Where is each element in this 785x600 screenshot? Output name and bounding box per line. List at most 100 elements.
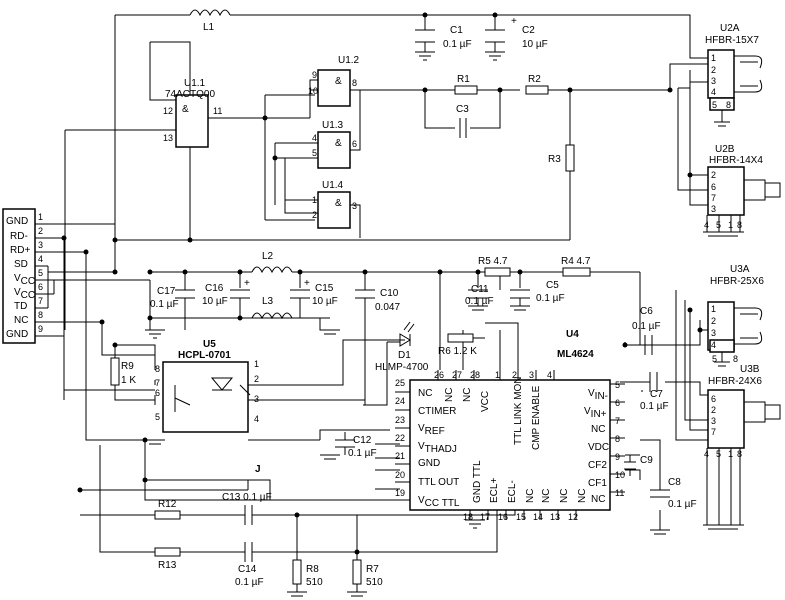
junction-dot [497, 87, 503, 93]
r8-value: 510 [306, 577, 323, 588]
junction-dot [272, 155, 278, 161]
u1-1-body [175, 94, 209, 148]
c2-name: C2 [522, 25, 535, 36]
c6-name: C6 [640, 306, 653, 317]
c11-value: 0.1 µF [465, 296, 494, 307]
r2-label: R2 [528, 74, 541, 85]
u3a-pin: 8 [733, 354, 738, 364]
u4-right-label: VIN+ [584, 406, 607, 420]
junction-dot [437, 269, 443, 275]
u5-pin: 8 [155, 364, 160, 374]
r4-label: R4 4.7 [561, 256, 591, 267]
ic-u4: U4 ML4624 NC NC NC VCC TTL LINK MON CMP … [395, 329, 625, 522]
u5-name: U5 [203, 339, 216, 350]
junction-dot [297, 269, 303, 275]
u1-1-name: U1.1 [184, 78, 206, 89]
u5-pin: 2 [254, 374, 259, 384]
led-d1-rays [403, 321, 415, 333]
c16-plus: + [244, 278, 250, 289]
d1-name: D1 [398, 350, 411, 361]
u5-pin: 4 [254, 414, 259, 424]
r7-name: R7 [366, 564, 379, 575]
conn-pin: 1 [38, 212, 43, 222]
u3b-part: HFBR-24X6 [708, 376, 762, 387]
resistor-r13 [154, 547, 181, 557]
capacitor-c9 [624, 455, 636, 476]
c5-name: C5 [546, 280, 559, 291]
gate-u1-3: & U1.3 4 5 6 [312, 120, 357, 169]
u2a-name: U2A [720, 23, 740, 34]
ground-symbol [714, 110, 730, 127]
u4-pin: 11 [615, 488, 624, 498]
gate-u1-2: & U1.2 9 10 8 [308, 55, 360, 107]
u4-bottom-label: NC [559, 489, 570, 503]
u3b-pin: 3 [711, 416, 716, 426]
u4-pin: 4 [547, 370, 552, 380]
u1-4-name: U1.4 [322, 180, 344, 191]
u5-pin: 5 [155, 412, 160, 422]
c1-name: C1 [450, 25, 463, 36]
junction-dot [422, 12, 428, 18]
r6-label: R6 1.2 K [438, 346, 477, 357]
resistor-r7 [352, 559, 362, 585]
u1-4-body [317, 191, 351, 229]
junction-dot [492, 12, 498, 18]
u2b-ground [703, 215, 744, 237]
u4-pin: 28 [470, 370, 480, 380]
u4-pin: 25 [395, 378, 405, 388]
capacitor-c3 [459, 118, 467, 138]
c7-value: 0.1 µF [640, 401, 669, 412]
r1-label: R1 [457, 74, 470, 85]
junction-dot [262, 115, 268, 121]
c14-name: C14 [238, 564, 257, 575]
u4-pin: 22 [395, 433, 405, 443]
u5-pin: 6 [155, 388, 160, 398]
u2a-pin: 4 [711, 87, 716, 97]
connector-pin-wires [35, 223, 102, 337]
u1-2-pin: 8 [352, 78, 357, 88]
c2-value: 10 µF [522, 39, 548, 50]
u4-pin: 13 [550, 512, 560, 522]
capacitor-c7 [649, 372, 658, 392]
c13-label: C13 0.1 µF [222, 492, 272, 503]
u3a-pin: 3 [711, 328, 716, 338]
u3a-pin: 1 [711, 304, 716, 314]
optical-receiver-u3b: U3B HFBR-24X6 6 2 3 7 4 5 1 8 [703, 364, 781, 530]
optical-transmitter-u2b: U2B HFBR-14X4 2 6 7 3 4 5 1 8 [703, 144, 781, 237]
conn-pin: 9 [38, 324, 43, 334]
conn-label-rd-plus: RD+ [10, 245, 30, 256]
u4-top-label: NC [444, 388, 455, 402]
conn-pin: 4 [38, 254, 43, 264]
l3-label: L3 [262, 296, 274, 307]
u2a-part: HFBR-15X7 [705, 35, 759, 46]
u4-left-label: VREF [418, 423, 445, 437]
optical-transmitter-u2a: U2A HFBR-15X7 1 2 3 4 5 8 [705, 23, 763, 127]
u4-pin: 16 [498, 512, 508, 522]
capacitors-c1-c2 [415, 29, 505, 43]
u4-top-label: VCC [480, 391, 491, 412]
resistor-r9 [110, 357, 120, 386]
u4-pin: 12 [568, 512, 578, 522]
junction-dot [142, 477, 148, 483]
u1-2-amp: & [335, 76, 342, 87]
u3a-part: HFBR-25X6 [710, 276, 764, 287]
junction-dot [237, 269, 243, 275]
u1-1-pin: 13 [163, 133, 173, 143]
u1-3-pin: 5 [312, 148, 317, 158]
conn-label-gnd-2: GND [6, 329, 28, 340]
resistor-r8 [292, 559, 302, 585]
u1-1-pin: 12 [163, 106, 173, 116]
resistor-r5 [484, 267, 511, 277]
u4-part: ML4624 [557, 349, 594, 360]
u5-pin: 1 [254, 359, 259, 369]
conn-pin: 8 [38, 310, 43, 320]
c3-label: C3 [456, 104, 469, 115]
junction-dot [237, 315, 243, 321]
r13-label: R13 [158, 560, 177, 571]
junction-dot [142, 437, 148, 443]
u4-pin: 10 [615, 470, 625, 480]
connector: GND RD- RD+ SD VCC VCC TD NC GND 1 2 3 4… [2, 208, 102, 344]
inductor-l2 [251, 266, 293, 274]
junction-dot [567, 87, 573, 93]
